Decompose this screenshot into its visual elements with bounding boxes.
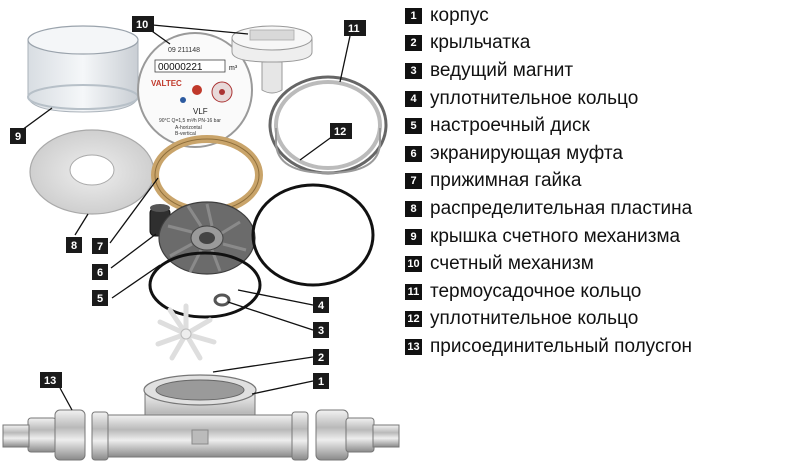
legend-text: экранирующая муфта [430, 142, 623, 164]
svg-text:13: 13 [44, 375, 56, 387]
half-union-right [315, 409, 400, 461]
legend-item-13: 13 присоединительный полусгон [405, 333, 797, 361]
mechanism-housing [231, 25, 313, 94]
legend-item-1: 1 корпус [405, 2, 797, 30]
svg-text:3: 3 [318, 325, 324, 337]
clamping-nut [151, 135, 263, 215]
legend-text: ведущий магнит [430, 59, 574, 81]
svg-text:10: 10 [136, 19, 148, 31]
dial-brand: VALTEC [151, 79, 182, 88]
callout-1: 1 [313, 373, 329, 389]
impeller [155, 303, 217, 361]
half-union-left [2, 409, 86, 461]
svg-text:1: 1 [318, 376, 324, 388]
leader-lines [21, 23, 351, 411]
dial-unit: m³ [229, 65, 238, 72]
legend-item-10: 10 счетный механизм [405, 250, 797, 278]
legend-num: 12 [405, 311, 422, 328]
svg-text:8: 8 [71, 240, 77, 252]
dial-spec2: A-horizontal [175, 125, 202, 131]
legend-text: крышка счетного механизма [430, 225, 681, 247]
svg-text:2: 2 [318, 352, 324, 364]
svg-text:7: 7 [97, 241, 103, 253]
distribution-plate [29, 129, 155, 215]
legend-item-6: 6 экранирующая муфта [405, 140, 797, 168]
legend-item-12: 12 уплотнительное кольцо [405, 306, 797, 334]
callout-5: 5 [92, 290, 108, 306]
legend-text: уплотнительное кольцо [430, 308, 639, 330]
callout-13: 13 [40, 372, 62, 388]
callout-9: 9 [10, 128, 26, 144]
svg-text:11: 11 [348, 23, 360, 35]
legend-text: крыльчатка [430, 32, 531, 54]
callout-6: 6 [92, 264, 108, 280]
callout-8: 8 [66, 237, 82, 253]
legend-text: счетный механизм [430, 253, 594, 275]
counting-dial: 09 211148 00000221 m³ VALTEC VLF 90°C Q=… [137, 32, 253, 148]
legend-item-2: 2 крыльчатка [405, 30, 797, 58]
dial-digits: 00000221 [158, 62, 203, 73]
legend-num: 4 [405, 90, 422, 107]
callout-3: 3 [313, 322, 329, 338]
legend-num: 3 [405, 62, 422, 79]
legend-num: 9 [405, 228, 422, 245]
legend-num: 7 [405, 173, 422, 190]
setting-disk [158, 201, 256, 275]
legend-text: уплотнительное кольцо [430, 87, 639, 109]
dial-spec1: 90°C Q=1,5 m³/h PN-16 bar [159, 118, 221, 124]
callout-10: 10 [132, 16, 154, 32]
meter-body [91, 374, 309, 461]
legend-text: прижимная гайка [430, 170, 582, 192]
legend-num: 13 [405, 338, 422, 355]
legend-text: распределительная пластина [430, 197, 693, 219]
o-ring [148, 251, 262, 319]
legend-text: термоусадочное кольцо [430, 280, 642, 302]
callout-4: 4 [313, 297, 329, 313]
legend-item-7: 7 прижимная гайка [405, 168, 797, 196]
dial-spec3: B-vertical [175, 131, 196, 137]
callout-11: 11 [344, 20, 366, 36]
legend-item-11: 11 термоусадочное кольцо [405, 278, 797, 306]
svg-text:12: 12 [334, 126, 346, 138]
legend-text: настроечный диск [430, 115, 590, 137]
svg-text:6: 6 [97, 267, 103, 279]
legend-item-3: 3 ведущий магнит [405, 57, 797, 85]
svg-text:4: 4 [318, 300, 325, 312]
heat-shrink-ring [268, 75, 388, 175]
legend-text: корпус [430, 4, 489, 26]
meter-cover [27, 25, 139, 113]
legend-text: присоединительный полусгон [430, 335, 693, 357]
svg-text:5: 5 [97, 293, 103, 305]
legend-item-4: 4 уплотнительное кольцо [405, 85, 797, 113]
legend-num: 5 [405, 118, 422, 135]
legend: 1 корпус 2 крыльчатка 3 ведущий магнит 4 упл… [405, 2, 797, 361]
legend-item-8: 8 распределительная пластина [405, 195, 797, 223]
legend-num: 6 [405, 145, 422, 162]
dial-serial: 09 211148 [168, 47, 200, 54]
callout-7: 7 [92, 238, 108, 254]
legend-item-5: 5 настроечный диск [405, 112, 797, 140]
dial-model: VLF [193, 107, 208, 116]
legend-num: 2 [405, 35, 422, 52]
legend-num: 11 [405, 283, 422, 300]
legend-num: 10 [405, 256, 422, 273]
o-ring-large [251, 183, 375, 287]
callout-2: 2 [313, 349, 329, 365]
callout-12: 12 [330, 123, 352, 139]
legend-num: 8 [405, 200, 422, 217]
legend-num: 1 [405, 7, 422, 24]
svg-text:9: 9 [15, 131, 21, 143]
legend-item-9: 9 крышка счетного механизма [405, 223, 797, 251]
drive-magnet [213, 293, 231, 307]
